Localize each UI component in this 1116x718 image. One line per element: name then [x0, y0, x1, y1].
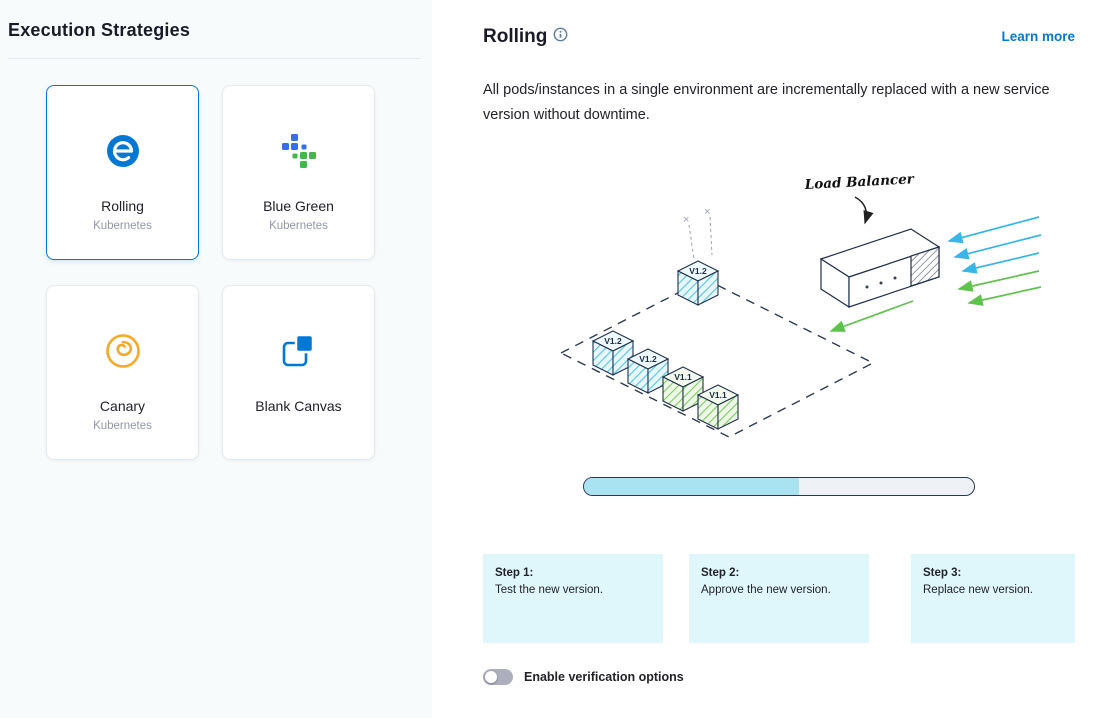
traffic-arrows — [829, 216, 1042, 333]
strategy-cards: Rolling Kubernetes Blue G — [46, 85, 420, 460]
strategy-card-canary[interactable]: Canary Kubernetes — [46, 285, 199, 460]
cube-label: V1.1 — [709, 390, 727, 400]
cube-label: V1.2 — [639, 354, 657, 364]
strategy-label: Blue Green — [263, 198, 334, 214]
strategy-sublabel: Kubernetes — [269, 220, 328, 232]
version-cube: V1.2 — [626, 348, 670, 395]
canary-icon — [103, 328, 143, 374]
progress-fill — [584, 478, 799, 496]
cube-label: V1.2 — [604, 336, 622, 346]
strategy-card-rolling[interactable]: Rolling Kubernetes — [46, 85, 199, 260]
strategy-label: Rolling — [101, 198, 144, 214]
rolling-icon — [104, 128, 142, 174]
version-cube: V1.1 — [661, 366, 705, 413]
strategy-card-blue-green[interactable]: Blue Green Kubernetes — [222, 85, 375, 260]
version-cube: V1.1 — [696, 384, 740, 431]
rollout-progress-bar — [583, 477, 975, 497]
divider — [8, 58, 420, 59]
strategy-label: Blank Canvas — [255, 398, 342, 414]
strategy-card-blank-canvas[interactable]: Blank Canvas — [222, 285, 375, 460]
strategy-list-panel: Execution Strategies Rolling Kubernetes — [0, 0, 432, 718]
toggle-knob — [485, 671, 497, 684]
strategy-label: Canary — [99, 398, 146, 414]
cube-label: V1.2 — [689, 266, 707, 276]
load-balancer — [819, 228, 941, 309]
verification-toggle[interactable] — [483, 669, 513, 686]
strategy-detail-title: Rolling — [483, 26, 548, 47]
page-title: Execution Strategies — [8, 20, 191, 40]
step-text: Test the new version. — [495, 584, 604, 597]
step-title: Step 2: — [701, 567, 740, 580]
step-box-3: Step 3: Replace new version. — [911, 554, 1075, 644]
svg-text:×: × — [683, 214, 689, 226]
info-icon[interactable] — [553, 27, 568, 47]
verification-row: Enable verification options — [483, 669, 1075, 686]
rolling-strategy-illustration: Load Balancer — [559, 173, 1042, 439]
learn-more-link[interactable]: Learn more — [1001, 29, 1075, 44]
cube-label: V1.1 — [674, 372, 692, 382]
step-box-1: Step 1: Test the new version. — [483, 554, 663, 644]
step-text: Replace new version. — [923, 584, 1033, 597]
detail-header: Rolling Learn more — [483, 26, 1075, 48]
version-cube: V1.2 — [591, 330, 635, 377]
terminated-pod-marks: × × — [683, 206, 713, 260]
load-balancer-pointer-arrow — [854, 196, 874, 225]
svg-text:×: × — [704, 206, 710, 218]
strategy-sublabel: Kubernetes — [93, 220, 152, 232]
step-text: Approve the new version. — [701, 584, 831, 597]
blank-canvas-icon — [280, 328, 318, 374]
verification-toggle-label: Enable verification options — [524, 670, 684, 685]
step-title: Step 1: — [495, 567, 534, 580]
strategy-detail-panel: Rolling Learn more All pods/instances in… — [432, 0, 1116, 718]
blue-green-icon — [281, 128, 317, 174]
strategy-description: All pods/instances in a single environme… — [483, 82, 1050, 123]
step-box-2: Step 2: Approve the new version. — [689, 554, 869, 644]
strategy-sublabel: Kubernetes — [93, 420, 152, 432]
strategy-steps: Step 1: Test the new version. Step 2: Ap… — [483, 554, 1075, 644]
version-cube: V1.2 — [676, 260, 720, 307]
step-title: Step 3: — [923, 567, 962, 580]
load-balancer-label: Load Balancer — [803, 173, 915, 193]
